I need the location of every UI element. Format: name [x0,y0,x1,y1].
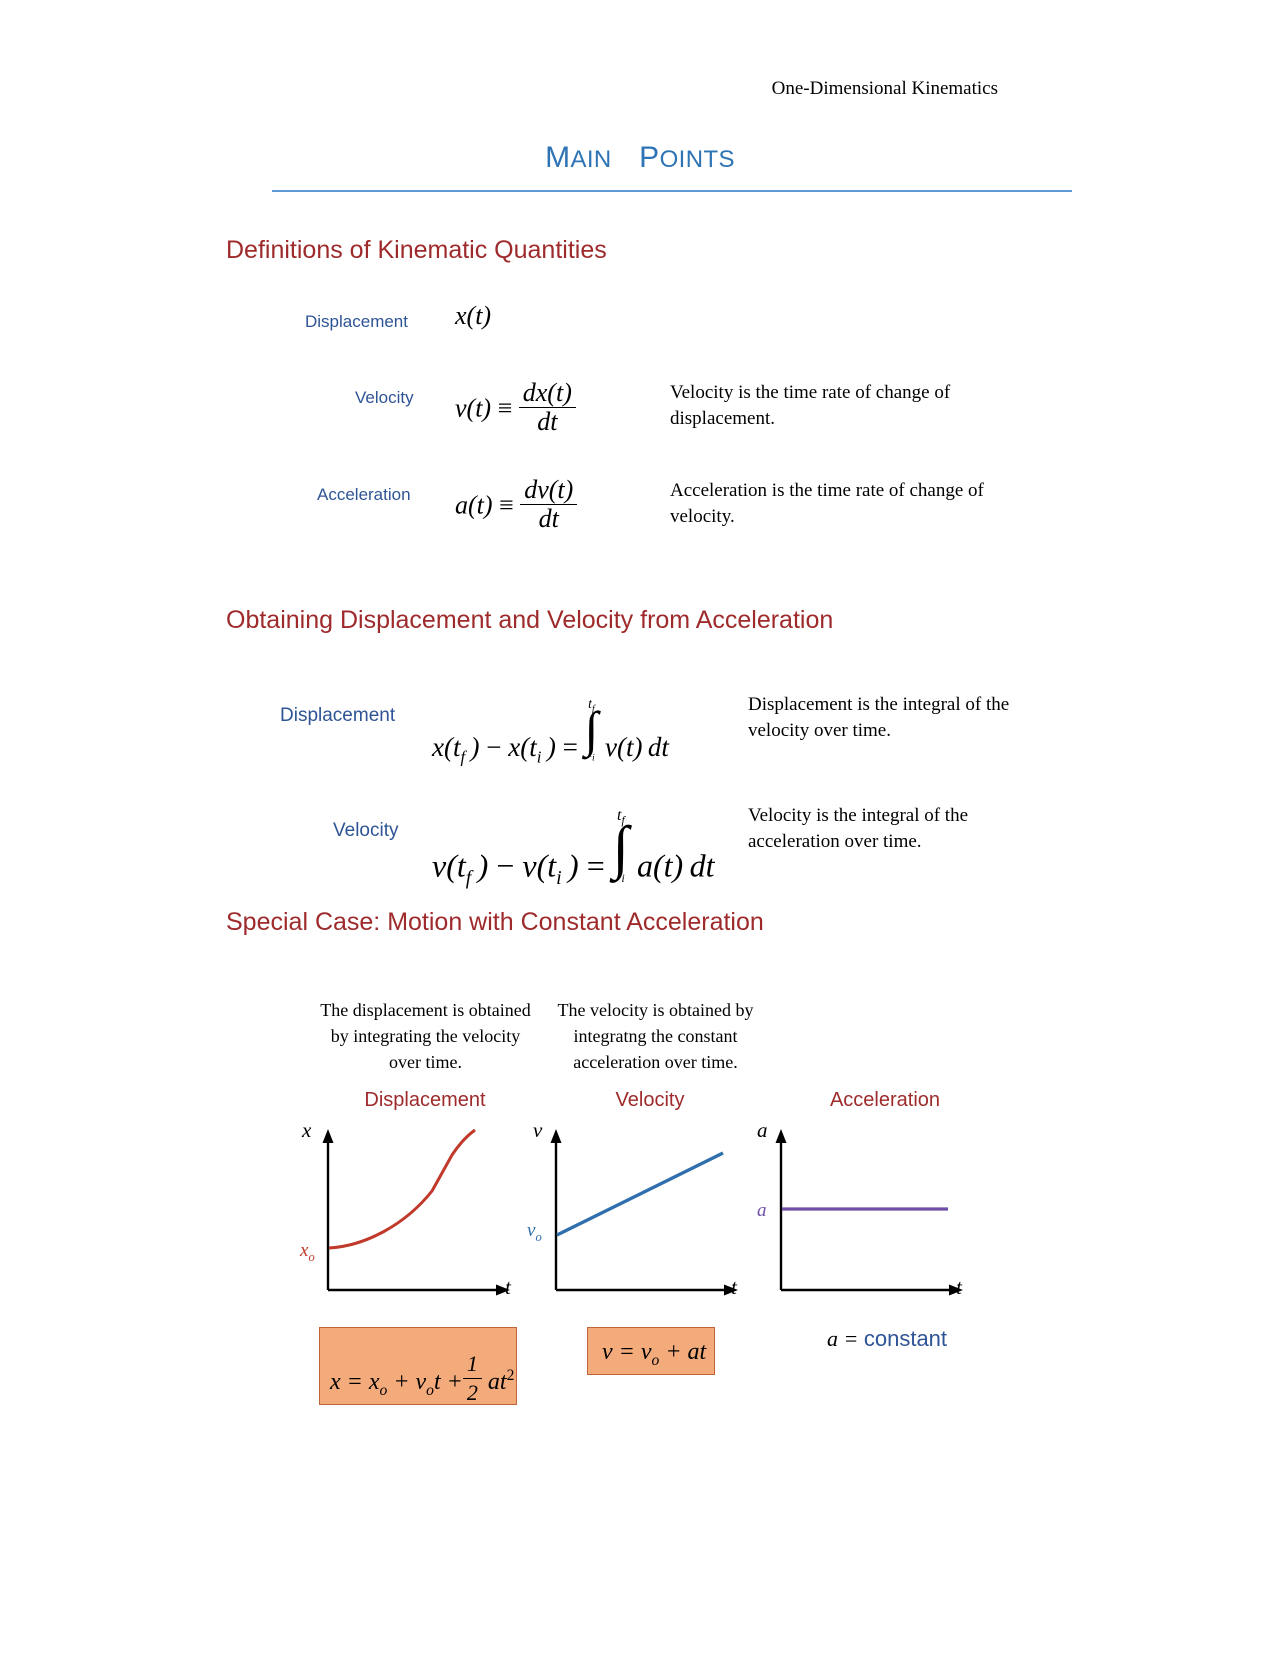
axis-label-x-velocity: t [731,1275,737,1299]
graph-acceleration [775,1129,963,1296]
formula-velocity-integral: v(tf ) − v(ti ) = tf ∫ ti a(t) dt [432,807,715,889]
label-acceleration-definition: Acceleration [317,485,411,504]
velocity-line [556,1151,724,1237]
caption-displacement: The displacement is obtained by integrat… [320,1000,531,1073]
title-main-initial: M [545,141,571,174]
y-axis-arrow-displacement [322,1129,334,1143]
graph-displacement [322,1128,510,1296]
title-points-rest: OINTS [659,146,735,173]
label-displacement-integral: Displacement [280,705,396,726]
x-axis-arrow-velocity [724,1284,738,1296]
graph-title-displacement: Displacement [364,1089,486,1111]
label-velocity-integral: Velocity [333,820,399,841]
description-acceleration-definition: Acceleration is the time rate of change … [670,480,984,527]
intercept-label-x0: xo [300,1240,315,1264]
formula-displacement-definition: x(t) [455,301,492,330]
equation-velocity: v = vo + at [602,1339,707,1369]
y-axis-arrow-velocity [550,1129,562,1143]
x-axis-arrow-displacement [496,1284,510,1296]
formula-acceleration-definition: a(t) ≡ dv(t)dt [455,477,578,532]
title-points-initial: P [639,141,660,174]
displacement-curve [328,1128,476,1250]
graph-velocity [550,1129,738,1296]
label-displacement-definition: Displacement [305,312,408,331]
formula-velocity-definition: v(t) ≡ dx(t)dt [455,380,576,435]
axis-label-y-velocity: v [533,1118,543,1142]
title-main-rest: AIN [570,146,612,173]
graph-title-velocity: Velocity [615,1089,685,1111]
formula-box-velocity [587,1327,715,1375]
running-head: One-Dimensional Kinematics [771,78,998,99]
level-label-a: a [757,1200,767,1221]
axis-label-x-displacement: t [505,1275,511,1299]
axis-label-y-displacement: x [302,1118,312,1142]
graph-title-acceleration: Acceleration [829,1089,941,1111]
page-title: MAIN POINTS [0,141,1280,175]
title-divider [272,190,1072,192]
description-velocity-integral: Velocity is the integral of the accelera… [748,805,969,852]
description-velocity-definition: Velocity is the time rate of change of d… [670,382,951,429]
equation-acceleration: a = constant [827,1326,947,1352]
equation-acceleration-rhs: constant [863,1326,948,1351]
caption-velocity: The velocity is obtained by integratng t… [557,1000,754,1073]
heading-special-case: Special Case: Motion with Constant Accel… [226,908,764,936]
formula-displacement-integral: x(tf ) − x(ti ) = tf ∫ ti v(t) dt [432,696,669,767]
y-axis-arrow-acceleration [775,1129,787,1143]
heading-obtaining: Obtaining Displacement and Velocity from… [226,606,834,634]
axis-label-y-acceleration: a [757,1118,768,1142]
x-axis-arrow-acceleration [949,1284,963,1296]
heading-definitions: Definitions of Kinematic Quantities [226,236,607,264]
formula-box-displacement [319,1327,517,1405]
description-displacement-integral: Displacement is the integral of the velo… [748,694,1010,741]
axis-label-x-acceleration: t [956,1275,962,1299]
intercept-label-v0: vo [527,1220,542,1244]
label-velocity-definition: Velocity [355,388,414,407]
equation-acceleration-lhs: a = [827,1326,859,1351]
